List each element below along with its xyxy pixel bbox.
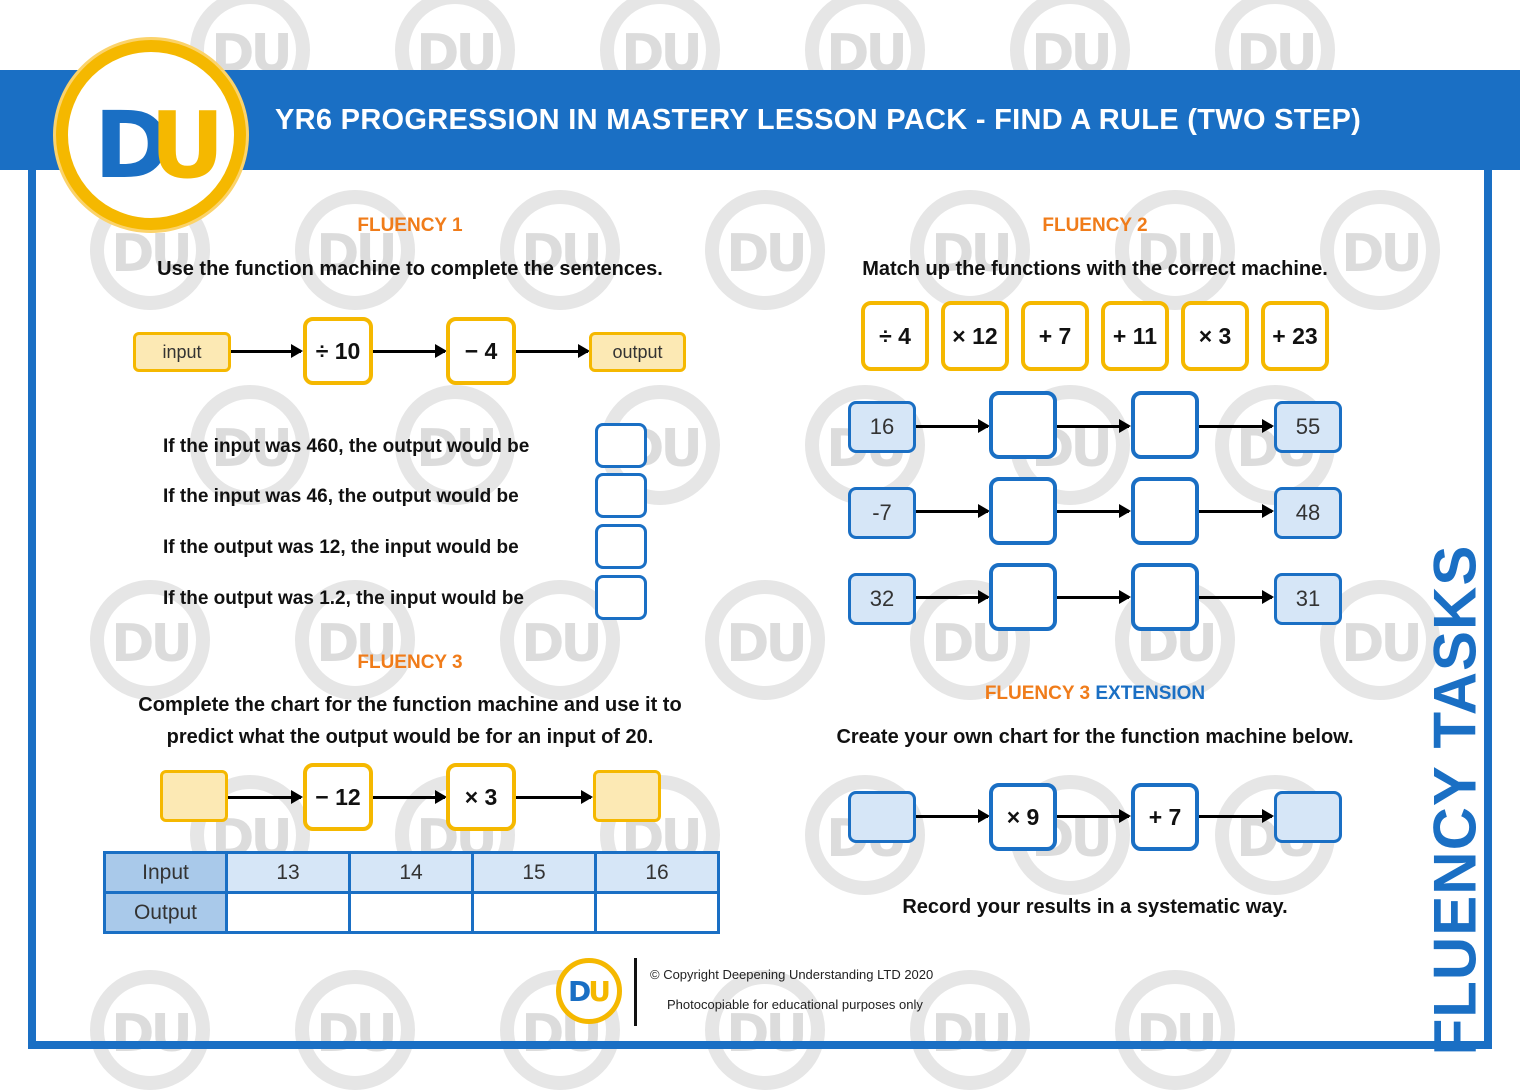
chart-input-cell: 13 [225,851,351,894]
ext-step2-box: + 7 [1131,783,1199,851]
fluency2-title: FLUENCY 2 [1042,215,1148,236]
fluency3-input-box[interactable] [160,770,228,822]
machine-step-box[interactable] [989,391,1057,459]
machine-input: 16 [848,401,916,453]
ext-step1-box: × 9 [989,783,1057,851]
fluency3-ext-title-blue: EXTENSION [1095,683,1206,704]
fluency1-output-box: output [589,332,686,372]
machine-input: 32 [848,573,916,625]
fluency3-chart: Input 13 14 15 16 Output [103,851,720,934]
fluency3-output-box[interactable] [593,770,661,822]
footer-divider [634,958,637,1026]
arrow [373,790,447,804]
arrow [1057,809,1131,823]
fluency3-instruction-line2: predict what the output would be for an … [166,726,654,748]
machine-output: 48 [1274,487,1342,539]
arrow [916,419,990,433]
ext-input-box[interactable] [848,791,916,843]
arrow [1199,809,1274,823]
arrow [916,590,990,604]
chart-output-row: Output [103,891,720,934]
function-card[interactable]: × 3 [1181,301,1249,371]
machine-output: 31 [1274,573,1342,625]
fluency3-title: FLUENCY 3 [357,652,463,673]
header-band [0,70,1520,170]
fluency3-ext-note: Record your results in a systematic way. [902,896,1288,918]
fluency3-ext-title: FLUENCY 3 EXTENSION [900,683,1290,705]
arrow [1057,504,1131,518]
fluency1-title: FLUENCY 1 [357,215,463,236]
page-frame [28,165,1492,1049]
arrow [516,790,593,804]
fluency1-sentence: If the output was 1.2, the input would b… [163,588,524,609]
arrow [373,344,447,358]
fluency1-sentence: If the output was 12, the input would be [163,537,519,558]
chart-input-cell: 16 [594,851,720,894]
arrow [1199,504,1274,518]
arrow [916,809,990,823]
machine-step-box[interactable] [989,563,1057,631]
arrow [1199,419,1274,433]
arrow [1057,590,1131,604]
chart-input-row: Input 13 14 15 16 [103,851,720,894]
ext-output-box[interactable] [1274,791,1342,843]
chart-input-cell: 14 [348,851,474,894]
footer-logo: DU [556,958,622,1024]
arrow [231,344,303,358]
footer-copyright: © Copyright Deepening Understanding LTD … [650,967,934,982]
footer-note: Photocopiable for educational purposes o… [667,997,923,1012]
arrow [916,504,990,518]
function-card[interactable]: + 7 [1021,301,1089,371]
arrow [516,344,590,358]
side-title: FLUENCY TASKS [1421,544,1489,1056]
machine-input: -7 [848,487,916,539]
fluency1-sentence: If the input was 46, the output would be [163,486,519,507]
fluency1-instruction: Use the function machine to complete the… [157,258,663,280]
chart-row-label: Output [103,891,228,934]
fluency3-step2-box: × 3 [446,763,516,831]
machine-step-box[interactable] [1131,477,1199,545]
chart-output-cell[interactable] [594,891,720,934]
chart-output-cell[interactable] [348,891,474,934]
fluency3-instruction-line1: Complete the chart for the function mach… [138,694,682,716]
chart-row-label: Input [103,851,228,894]
fluency3-ext-title-orange: FLUENCY 3 [984,683,1091,704]
machine-step-box[interactable] [1131,563,1199,631]
function-card[interactable]: ÷ 4 [861,301,929,371]
machine-output: 55 [1274,401,1342,453]
fluency1-answer-box[interactable] [595,575,647,620]
function-card[interactable]: + 11 [1101,301,1169,371]
page-title: YR6 PROGRESSION IN MASTERY LESSON PACK -… [275,104,1362,136]
chart-input-cell: 15 [471,851,597,894]
fluency1-step2-box: − 4 [446,317,516,385]
arrow [1199,590,1274,604]
arrow [1057,419,1131,433]
fluency1-answer-box[interactable] [595,524,647,569]
function-card[interactable]: + 23 [1261,301,1329,371]
fluency3-ext-instruction: Create your own chart for the function m… [836,726,1354,748]
machine-step-box[interactable] [1131,391,1199,459]
fluency3-step1-box: − 12 [303,763,373,831]
fluency2-instruction: Match up the functions with the correct … [862,258,1328,280]
fluency1-answer-box[interactable] [595,423,647,468]
function-card[interactable]: × 12 [941,301,1009,371]
fluency1-step1-box: ÷ 10 [303,317,373,385]
machine-step-box[interactable] [989,477,1057,545]
chart-output-cell[interactable] [225,891,351,934]
fluency1-input-box: input [133,332,231,372]
fluency1-sentence: If the input was 460, the output would b… [163,436,530,457]
fluency1-answer-box[interactable] [595,473,647,518]
arrow [228,790,303,804]
chart-output-cell[interactable] [471,891,597,934]
